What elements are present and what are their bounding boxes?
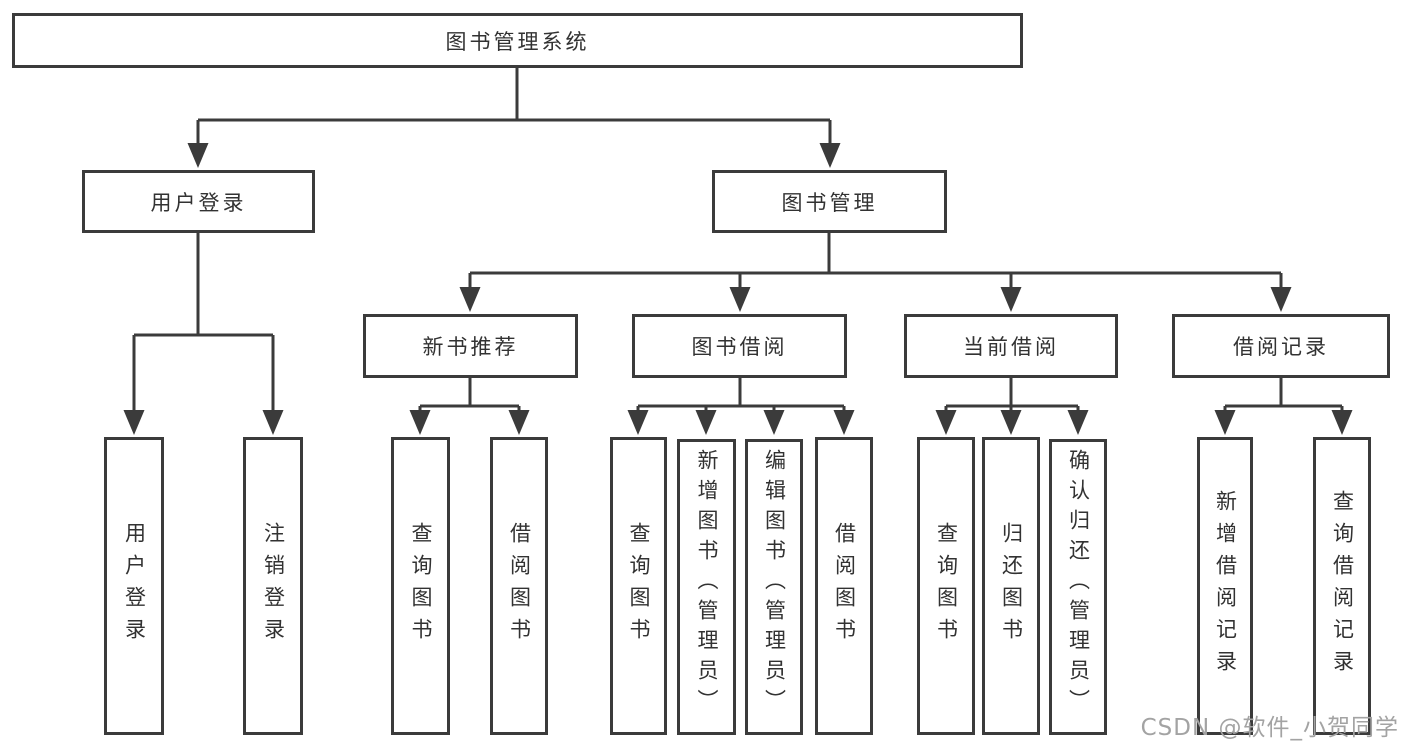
node-user-login-label: 用户登录 — [150, 190, 247, 215]
node-current-borrow-label: 当前借阅 — [963, 335, 1059, 359]
node-borrow-records-label: 借阅记录 — [1233, 335, 1329, 359]
node-cb-query-books: 查询图书 — [917, 437, 975, 735]
node-bb-query-books: 查询图书 — [610, 437, 667, 735]
node-user-login: 用户登录 — [82, 170, 315, 233]
node-leaf-user-login: 用户登录 — [104, 437, 164, 735]
node-bb-borrow-books: 借阅图书 — [815, 437, 873, 735]
node-book-borrow: 图书借阅 — [632, 314, 847, 378]
node-borrow-records: 借阅记录 — [1172, 314, 1390, 378]
node-book-management-label: 图书管理 — [781, 190, 878, 215]
watermark: CSDN @软件_小贺同学 — [1140, 715, 1399, 741]
node-bb-add-books: 新增图书（管理员） — [677, 439, 736, 735]
node-book-management: 图书管理 — [712, 170, 947, 233]
node-bb-edit-books: 编辑图书（管理员） — [745, 439, 803, 735]
node-br-query-record: 查询借阅记录 — [1313, 437, 1371, 735]
node-rec-borrow-books: 借阅图书 — [490, 437, 548, 735]
node-new-book-recommend: 新书推荐 — [363, 314, 578, 378]
node-rec-query-books: 查询图书 — [391, 437, 450, 735]
node-root: 图书管理系统 — [12, 13, 1023, 68]
node-cb-confirm-return: 确认归还（管理员） — [1049, 439, 1107, 735]
node-br-add-record: 新增借阅记录 — [1197, 437, 1253, 735]
node-cb-return-books: 归还图书 — [982, 437, 1040, 735]
node-new-book-recommend-label: 新书推荐 — [422, 335, 519, 359]
node-current-borrow: 当前借阅 — [904, 314, 1118, 378]
node-leaf-logout: 注销登录 — [243, 437, 303, 735]
node-root-label: 图书管理系统 — [445, 29, 590, 54]
node-book-borrow-label: 图书借阅 — [691, 335, 788, 359]
arrowhead-icons — [123, 143, 1353, 435]
